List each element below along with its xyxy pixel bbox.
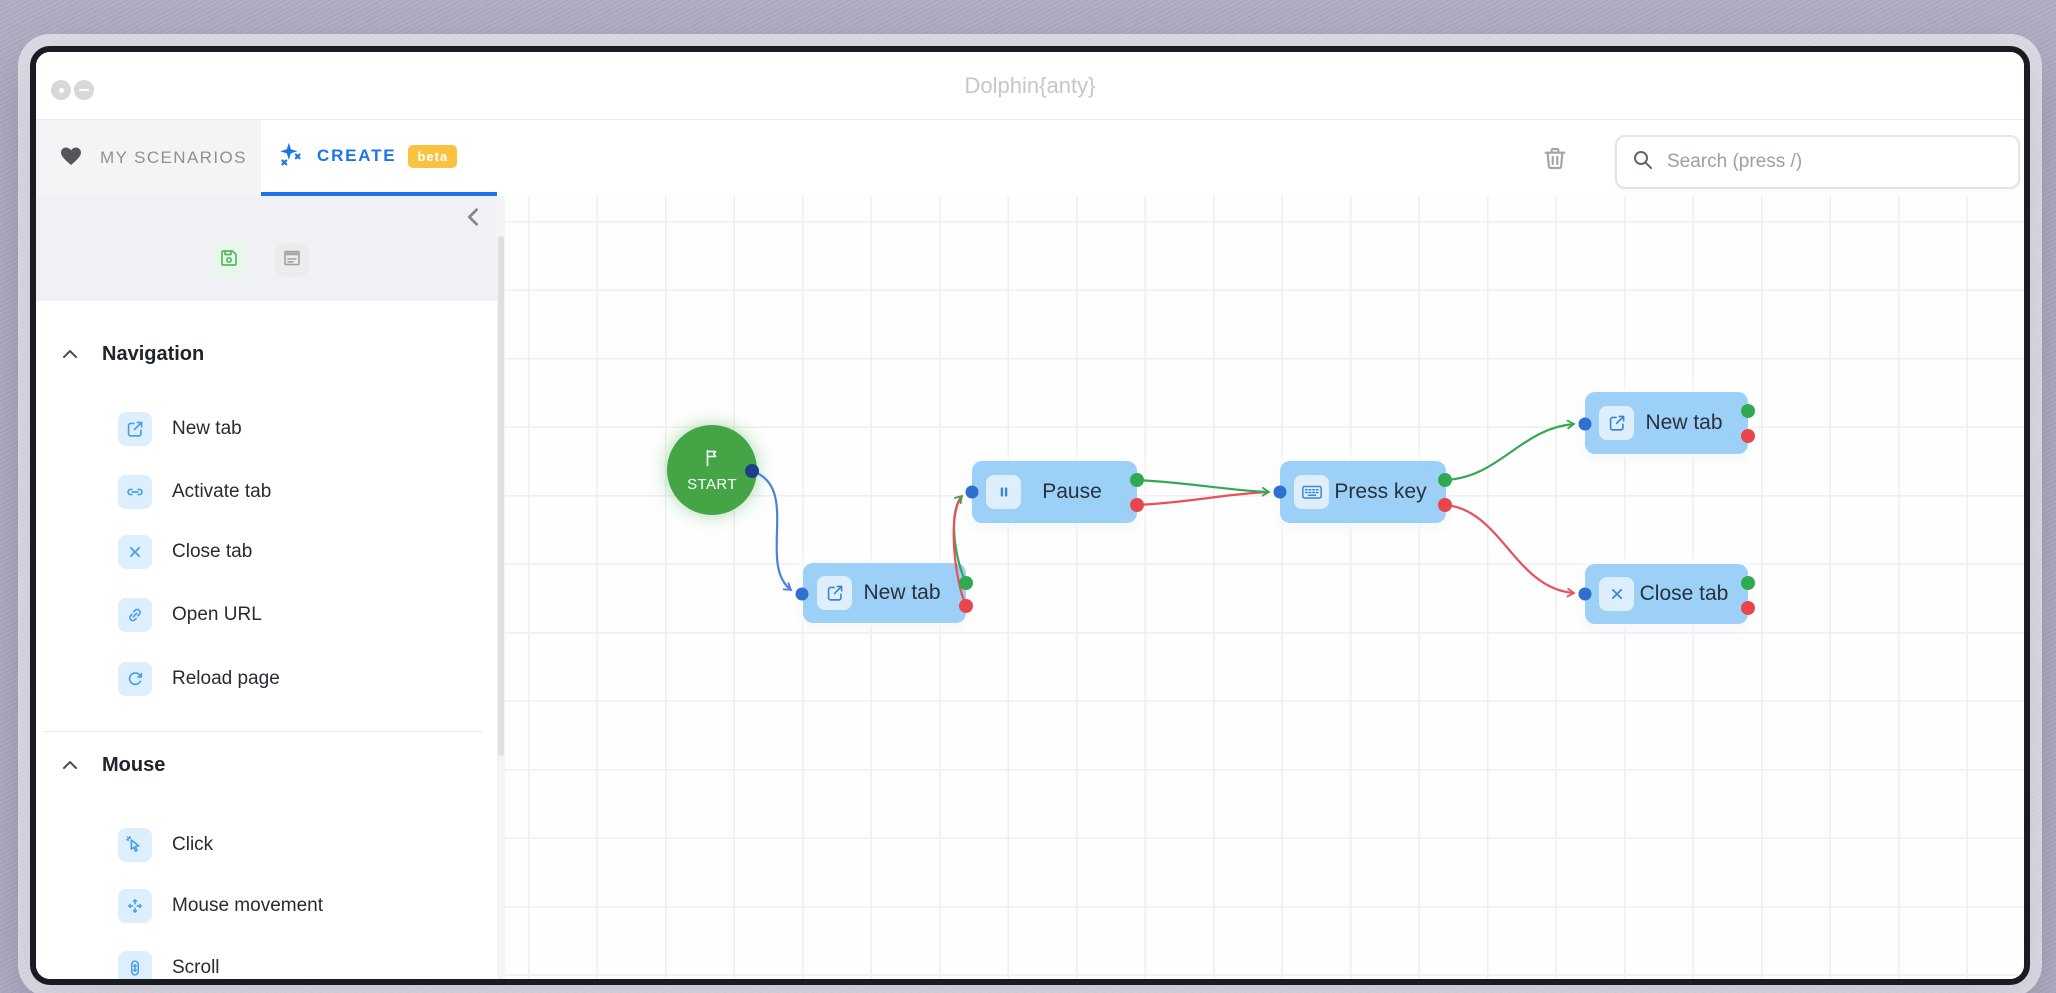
sidebar-item-label: Reload page: [172, 668, 280, 689]
actions-sidebar: Navigation New tab: [36, 196, 497, 979]
node-press-key[interactable]: Press key: [1280, 461, 1446, 523]
link-horizontal-icon: [118, 475, 152, 509]
save-icon: [217, 246, 241, 275]
flow-canvas[interactable]: START New tab Pause: [505, 196, 2024, 979]
node-label: Pause: [1042, 480, 1102, 503]
sidebar-item-open-url[interactable]: Open URL: [118, 598, 262, 632]
dot-glyph: [58, 87, 64, 93]
title-bar: Dolphin{anty}: [36, 52, 2024, 120]
node-label: New tab: [1645, 411, 1723, 434]
node-label: New tab: [863, 581, 941, 604]
edge-presskey-success-to-newtab2: [1444, 424, 1574, 482]
tab-create[interactable]: CREATE beta: [261, 120, 497, 196]
sidebar-item-label: New tab: [172, 418, 242, 439]
search-icon: [1631, 148, 1655, 177]
scenario-form-button[interactable]: [275, 243, 309, 277]
sidebar-item-label: Click: [172, 834, 214, 855]
chain-link-icon: [118, 598, 152, 632]
sidebar-item-activate-tab[interactable]: Activate tab: [118, 475, 271, 509]
external-link-icon: [817, 576, 852, 610]
section-title: Navigation: [102, 343, 205, 365]
sidebar-item-close-tab[interactable]: Close tab: [118, 535, 252, 569]
node-close-tab[interactable]: Close tab: [1585, 564, 1748, 624]
sidebar-toolbar: [36, 196, 497, 301]
window-close-button[interactable]: [51, 80, 71, 100]
heart-icon: [58, 144, 84, 173]
keyboard-icon: [1294, 475, 1329, 509]
chevron-up-icon: [62, 757, 78, 775]
close-x-icon: [1599, 577, 1634, 611]
sidebar-item-click[interactable]: Click: [118, 828, 213, 862]
sidebar-item-reload-page[interactable]: Reload page: [118, 662, 280, 696]
reload-arrow-icon: [118, 662, 152, 696]
external-link-icon: [1599, 406, 1634, 440]
node-label: Press key: [1334, 480, 1427, 503]
mouse-scroll-icon: [118, 951, 152, 979]
section-title: Mouse: [102, 754, 166, 776]
section-divider: [44, 731, 482, 732]
external-link-icon: [118, 412, 152, 446]
edge-start-to-newtab1: [751, 469, 791, 590]
window-title: Dolphin{anty}: [964, 73, 1096, 98]
collapse-panel-button[interactable]: [463, 206, 485, 228]
sidebar-item-label: Close tab: [172, 541, 253, 562]
search-input[interactable]: [1665, 150, 2004, 174]
save-scenario-button[interactable]: [212, 243, 246, 277]
flow-edges: [745, 404, 1755, 615]
tab-my-scenarios[interactable]: MY SCENARIOS: [36, 120, 261, 196]
node-new-tab-2[interactable]: New tab: [1585, 392, 1748, 454]
chevron-up-icon: [62, 346, 78, 364]
sidebar-scrollbar: [497, 196, 505, 979]
tab-my-scenarios-label: MY SCENARIOS: [100, 148, 247, 167]
minus-glyph: [79, 88, 89, 92]
sidebar-item-label: Mouse movement: [172, 895, 324, 916]
chevron-left-icon: [463, 208, 483, 232]
sidebar-item-label: Scroll: [172, 957, 220, 978]
section-header-navigation[interactable]: Navigation: [62, 343, 204, 366]
window-minimize-button[interactable]: [74, 80, 94, 100]
trash-icon[interactable]: [1539, 142, 1571, 174]
sidebar-item-scroll[interactable]: Scroll: [118, 951, 220, 979]
app-window: Dolphin{anty} MY SCENARIOS CREATE beta: [30, 46, 2030, 985]
sparkles-icon: [277, 140, 305, 173]
move-arrows-icon: [118, 889, 152, 923]
sidebar-item-label: Activate tab: [172, 481, 272, 502]
sidebar-item-new-tab[interactable]: New tab: [118, 412, 242, 446]
pause-bars-icon: [986, 475, 1021, 509]
node-pause[interactable]: Pause: [972, 461, 1137, 523]
close-x-icon: [118, 535, 152, 569]
beta-badge: beta: [408, 144, 458, 168]
edge-pause-success-to-presskey: [1136, 478, 1269, 492]
tab-bar: MY SCENARIOS CREATE beta: [36, 120, 2024, 196]
main-content: Navigation New tab: [36, 196, 2024, 979]
start-node-label: START: [687, 475, 737, 493]
edge-presskey-error-to-closetab: [1444, 503, 1574, 593]
sidebar-item-label: Open URL: [172, 604, 262, 625]
flag-icon: [702, 448, 722, 473]
node-label: Close tab: [1639, 582, 1729, 605]
cursor-click-icon: [118, 828, 152, 862]
scrollbar-thumb[interactable]: [498, 236, 504, 756]
search-box: [1615, 135, 2020, 189]
tab-create-label: CREATE: [317, 146, 397, 165]
edge-pause-error-to-presskey: [1136, 490, 1270, 507]
sidebar-item-mouse-movement[interactable]: Mouse movement: [118, 889, 323, 923]
start-node[interactable]: START: [667, 425, 757, 515]
section-header-mouse[interactable]: Mouse: [62, 754, 165, 777]
node-new-tab-1[interactable]: New tab: [803, 563, 966, 623]
form-icon: [280, 246, 304, 275]
